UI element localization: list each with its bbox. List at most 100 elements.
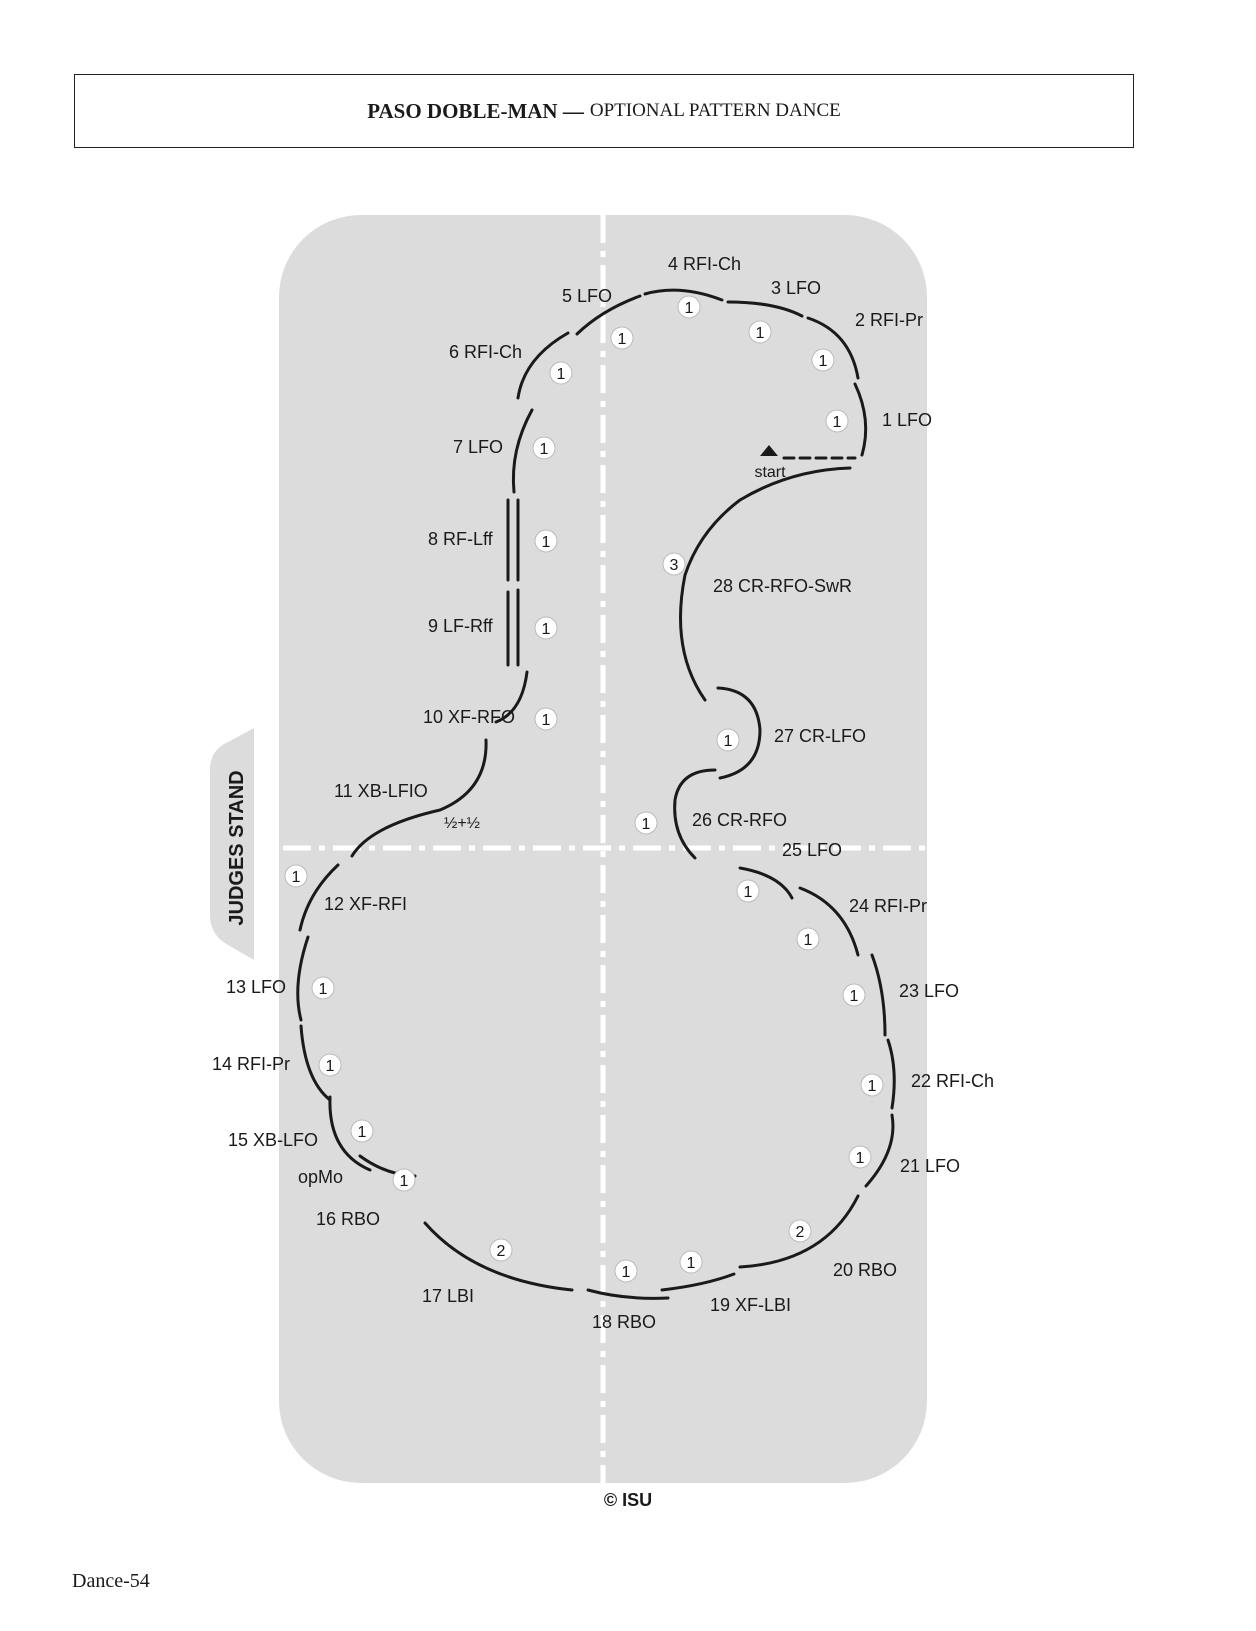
beat-marker: 1 — [311, 976, 335, 1000]
step-label: 13 LFO — [226, 977, 286, 997]
path-step-12 — [298, 863, 340, 932]
step-label: 5 LFO — [562, 286, 612, 306]
path-step-8 — [506, 498, 520, 582]
step-label: 16 RBO — [316, 1209, 380, 1229]
path-step-10 — [494, 670, 529, 724]
beat-marker: 1 — [748, 320, 772, 344]
beat-marker: 1 — [549, 361, 573, 385]
title-box: PASO DOBLE-MAN — OPTIONAL PATTERN DANCE — [74, 74, 1134, 148]
beat-marker: 1 — [716, 728, 740, 752]
beat-marker: 1 — [392, 1168, 416, 1192]
judges-stand-tab — [210, 728, 254, 960]
step-label: 22 RFI-Ch — [911, 1071, 994, 1091]
judges-stand-label: JUDGES STAND — [226, 770, 248, 925]
step-label: 28 CR-RFO-SwR — [713, 576, 852, 596]
path-step-21 — [864, 1113, 895, 1188]
step-label: opMo — [298, 1167, 343, 1187]
svg-text:1: 1 — [756, 325, 765, 342]
step-label: 21 LFO — [900, 1156, 960, 1176]
svg-text:1: 1 — [804, 932, 813, 949]
step-label: 2 RFI-Pr — [855, 310, 923, 330]
svg-text:1: 1 — [326, 1058, 335, 1075]
step-label: 27 CR-LFO — [774, 726, 866, 746]
beat-marker: 1 — [318, 1053, 342, 1077]
beat-marker: 1 — [284, 864, 308, 888]
copyright: © ISU — [603, 1490, 653, 1510]
path-step-18 — [586, 1288, 670, 1300]
step-label: 17 LBI — [422, 1286, 474, 1306]
svg-text:1: 1 — [542, 534, 551, 551]
beat-marker: 1 — [677, 295, 701, 319]
step-labels: 1 LFO 2 RFI-Pr 3 LFO 4 RFI-Ch 5 LFO 6 RF… — [212, 254, 994, 1332]
beat-marker: 2 — [489, 1238, 513, 1262]
step-label: 11 XB-LFIO — [334, 781, 428, 801]
step-label: 6 RFI-Ch — [449, 342, 522, 362]
step-label: 10 XF-RFO — [423, 707, 515, 727]
path-step-26 — [673, 768, 717, 860]
step-label: 25 LFO — [782, 840, 842, 860]
step-label: 9 LF-Rff — [428, 616, 494, 636]
beat-marker: 1 — [532, 436, 556, 460]
step-label: 7 LFO — [453, 437, 503, 457]
beat-marker: 1 — [860, 1073, 884, 1097]
svg-text:1: 1 — [292, 869, 301, 886]
path-step-20 — [738, 1194, 860, 1269]
path-step-15 — [328, 1095, 372, 1172]
path-step-25 — [738, 866, 794, 900]
step-label: 8 RF-Lff — [428, 529, 494, 549]
beat-marker: 1 — [825, 409, 849, 433]
step-label: 26 CR-RFO — [692, 810, 787, 830]
svg-text:1: 1 — [687, 1255, 696, 1272]
svg-text:1: 1 — [358, 1124, 367, 1141]
path-step-2 — [806, 316, 860, 380]
svg-text:1: 1 — [819, 353, 828, 370]
svg-text:1: 1 — [557, 366, 566, 383]
path-step-4 — [643, 288, 724, 302]
svg-text:1: 1 — [319, 981, 328, 998]
step-label: 24 RFI-Pr — [849, 896, 927, 916]
svg-text:1: 1 — [540, 441, 549, 458]
step-label: 4 RFI-Ch — [668, 254, 741, 274]
svg-text:3: 3 — [670, 557, 679, 574]
path-step-19 — [660, 1272, 736, 1292]
path-step-6 — [516, 331, 570, 400]
path-step-27 — [716, 686, 762, 780]
path-step-3 — [726, 300, 804, 318]
svg-text:1: 1 — [833, 414, 842, 431]
step-label: 14 RFI-Pr — [212, 1054, 290, 1074]
svg-text:1: 1 — [856, 1150, 865, 1167]
svg-text:1: 1 — [850, 988, 859, 1005]
svg-text:1: 1 — [642, 816, 651, 833]
beat-marker: 1 — [614, 1259, 638, 1283]
title-sub: OPTIONAL PATTERN DANCE — [589, 100, 841, 121]
path-step-28 — [679, 466, 852, 702]
path-step-14 — [299, 1024, 332, 1102]
svg-text:1: 1 — [724, 733, 733, 750]
beat-marker: 1 — [842, 983, 866, 1007]
skating-path — [296, 288, 896, 1300]
svg-text:1: 1 — [685, 300, 694, 317]
svg-text:1: 1 — [400, 1173, 409, 1190]
step-label: 12 XF-RFI — [324, 894, 407, 914]
beat-marker: 1 — [534, 529, 558, 553]
step-label: 1 LFO — [882, 410, 932, 430]
beat-marker: 1 — [610, 326, 634, 350]
svg-text:1: 1 — [744, 884, 753, 901]
svg-text:1: 1 — [618, 331, 627, 348]
start-marker — [760, 445, 778, 456]
half-label: ½+½ — [444, 815, 480, 832]
path-step-1 — [853, 382, 868, 457]
svg-text:1: 1 — [542, 621, 551, 638]
beat-marker: 1 — [634, 811, 658, 835]
svg-text:1: 1 — [868, 1078, 877, 1095]
beat-marker: 3 — [662, 552, 686, 576]
path-step-24 — [798, 886, 860, 957]
path-step-7 — [511, 408, 534, 494]
beat-marker: 1 — [534, 616, 558, 640]
path-step-9 — [506, 588, 520, 667]
svg-text:1: 1 — [542, 712, 551, 729]
step-label: 15 XB-LFO — [228, 1130, 318, 1150]
step-label: 20 RBO — [833, 1260, 897, 1280]
beat-marker: 1 — [534, 707, 558, 731]
